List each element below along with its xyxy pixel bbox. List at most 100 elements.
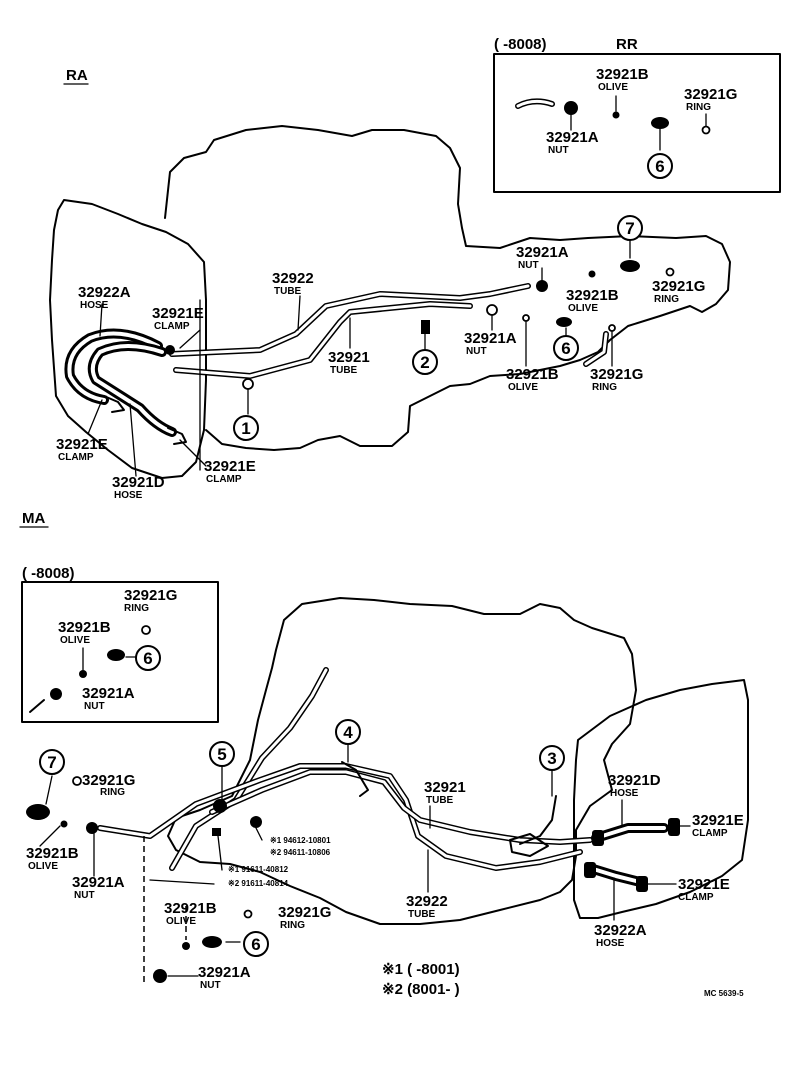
- ra-fitting-6-icon: [556, 317, 572, 327]
- ra-section: RA ( -8008) RR 32921B OLIVE 32921G RING …: [49, 36, 781, 501]
- svg-text:7: 7: [47, 753, 56, 772]
- ma-inset-nut-icon: [50, 688, 62, 700]
- ra-clamp-lower-icon: [167, 427, 187, 445]
- ra-inset-fitting-icon: [651, 117, 669, 129]
- ra-nut-a2-pn: 32921A: [464, 330, 517, 347]
- ma-inset-olive-icon: [79, 670, 87, 678]
- ra-callout-1: [233, 415, 259, 441]
- ra-olive-b1-pn: 32921B: [566, 287, 619, 304]
- ra-inset-ring-name: RING: [686, 102, 711, 113]
- ma-tube-32922-pn: 32922: [406, 893, 448, 910]
- ma-bellhousing: [573, 679, 749, 919]
- ma-olive-b2-pn: 32921B: [164, 900, 217, 917]
- ra-section-label: RA: [66, 67, 88, 84]
- ra-engine-outline: [164, 125, 731, 451]
- ma-clamp-e2-icon: [636, 876, 648, 892]
- ma-bolt-3-label: ※1 94612-10801: [270, 836, 331, 845]
- ma-clamp-e1-name: CLAMP: [692, 828, 728, 839]
- legend-line-1: ※1 ( -8001): [382, 961, 460, 978]
- ma-olive-b2-icon: [182, 942, 190, 950]
- ma-inset-tube-stub: [29, 699, 45, 713]
- ra-olive-b2-name: OLIVE: [508, 382, 538, 393]
- ma-nut-a1-pn: 32921A: [72, 874, 125, 891]
- ma-inset-fitting-icon: [107, 649, 125, 661]
- ra-olive-b1-name: OLIVE: [568, 303, 598, 314]
- svg-text:6: 6: [251, 935, 260, 954]
- ra-inset-tag: RR: [616, 36, 638, 53]
- ma-nut-a2-icon: [153, 969, 167, 983]
- ra-ring-g1-pn: 32921G: [652, 278, 705, 295]
- ma-tube-32922: [97, 763, 583, 871]
- ma-olive-b2-name: OLIVE: [166, 916, 196, 927]
- ra-clamp-e3-pn: 32921E: [204, 458, 256, 475]
- ma-ring-g2-icon: [243, 909, 253, 919]
- ra-inset-ring-icon: [701, 125, 711, 135]
- ma-inset-ring-pn: 32921G: [124, 587, 177, 604]
- svg-text:1: 1: [241, 419, 250, 438]
- ma-callout-7: [39, 749, 65, 775]
- ra-nut-a1-pn: 32921A: [516, 244, 569, 261]
- ra-tube-32922-pn: 32922: [272, 270, 314, 287]
- ma-bracket: [519, 795, 557, 845]
- ra-hose-32921d: [87, 341, 177, 437]
- ra-clamp-left-icon: [103, 395, 125, 413]
- ma-inset-ring-name: RING: [124, 603, 149, 614]
- ma-inset-olive-name: OLIVE: [60, 635, 90, 646]
- ra-nut-icon: [536, 280, 548, 292]
- ra-bellhousing: [49, 199, 207, 479]
- ma-callout-6: [243, 931, 269, 957]
- ra-inset-nut-icon: [564, 101, 578, 115]
- ma-callout-4: [335, 719, 361, 745]
- ma-callout-3: [539, 745, 565, 771]
- ma-nut-a1-icon: [86, 822, 98, 834]
- ma-inset-nut-pn: 32921A: [82, 685, 135, 702]
- ra-hose-a-pn: 32922A: [78, 284, 131, 301]
- ma-hose-d-name: HOSE: [610, 788, 639, 799]
- ra-hose-a-name: HOSE: [80, 300, 109, 311]
- ma-inset-box: [21, 581, 219, 723]
- ra-hose-d-pn: 32921D: [112, 474, 165, 491]
- ma-ring-g1-name: RING: [100, 787, 125, 798]
- ma-nut-a2-name: NUT: [200, 980, 221, 991]
- ra-inset-olive-name: OLIVE: [598, 82, 628, 93]
- ma-ring-g1-pn: 32921G: [82, 772, 135, 789]
- ra-inset-range: ( -8008): [494, 36, 547, 53]
- ma-tube-32921-pn: 32921: [424, 779, 466, 796]
- ra-fitting-2-icon: [421, 320, 430, 334]
- ra-fitting-7-icon: [620, 260, 640, 272]
- ma-inset-olive-pn: 32921B: [58, 619, 111, 636]
- ra-ring-g1-name: RING: [654, 294, 679, 305]
- ra-clamp-e1-pn: 32921E: [152, 305, 204, 322]
- ma-fitting-4-icon: [341, 761, 369, 797]
- ra-nut-a2-name: NUT: [466, 346, 487, 357]
- ra-inset-callout-6: [647, 153, 673, 179]
- ra-nut-2-icon: [486, 304, 498, 316]
- ra-inset-olive-pn: 32921B: [596, 66, 649, 83]
- ma-tube-32921: [209, 769, 593, 845]
- ra-clamp-upper-icon: [165, 345, 175, 355]
- ra-inset-nut-pn: 32921A: [546, 129, 599, 146]
- ra-inset-nut-name: NUT: [548, 145, 569, 156]
- ra-callout-6: [553, 335, 579, 361]
- ma-junction-block: [509, 833, 549, 857]
- ma-clamp-e2-pn: 32921E: [678, 876, 730, 893]
- ma-olive-b1-name: OLIVE: [28, 861, 58, 872]
- ra-callout-7: [617, 215, 643, 241]
- svg-text:6: 6: [143, 649, 152, 668]
- ma-hose-d-end: [592, 830, 604, 846]
- ma-hose-a-pn: 32922A: [594, 922, 647, 939]
- svg-text:4: 4: [343, 723, 353, 742]
- ma-ring-g2-pn: 32921G: [278, 904, 331, 921]
- svg-text:2: 2: [420, 353, 429, 372]
- ra-tube-32921-pn: 32921: [328, 349, 370, 366]
- ma-bolt-4-label: ※2 94611-10806: [270, 848, 331, 857]
- ma-fitting-7-icon: [26, 804, 50, 820]
- ra-tube-32921-name: TUBE: [330, 365, 358, 376]
- ma-ring-g2-name: RING: [280, 920, 305, 931]
- ra-clamp-e2-pn: 32921E: [56, 436, 108, 453]
- ra-inset-olive-icon: [612, 111, 620, 119]
- ma-olive-b1-icon: [60, 820, 68, 828]
- ra-olive-b2-pn: 32921B: [506, 366, 559, 383]
- ra-olive-2-icon: [522, 314, 530, 322]
- ra-clamp-e2-name: CLAMP: [58, 452, 94, 463]
